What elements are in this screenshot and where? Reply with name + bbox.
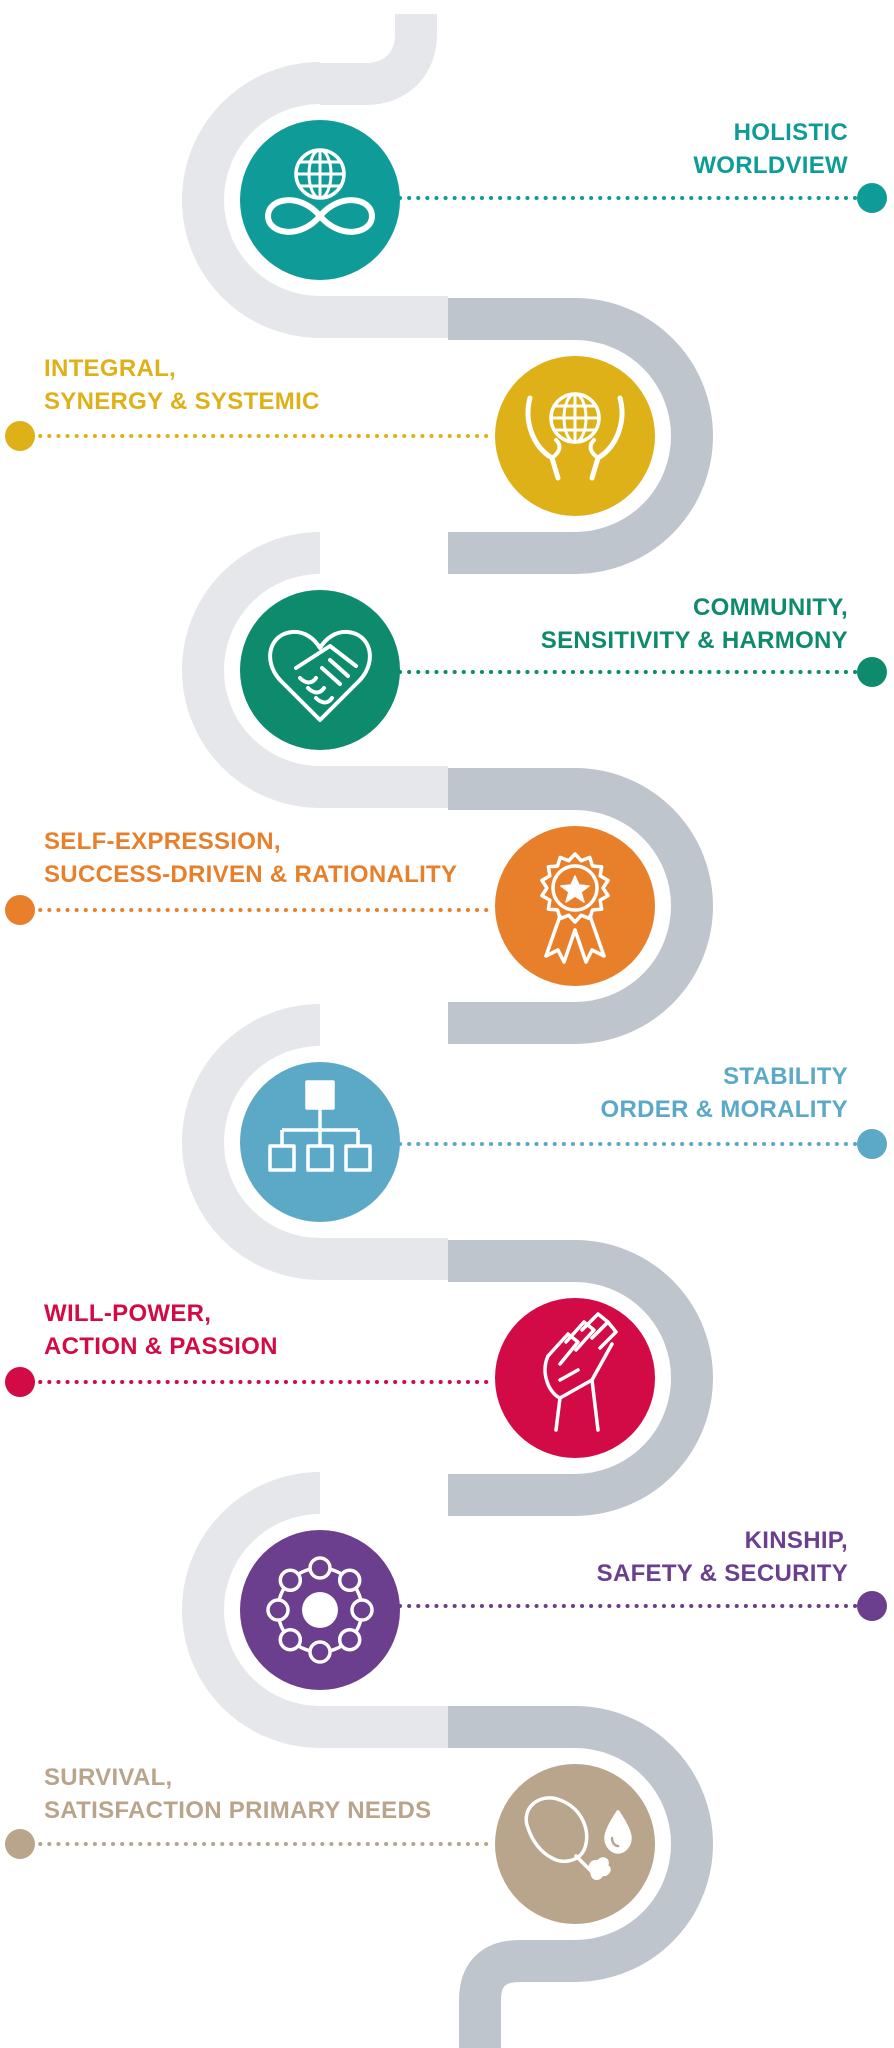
stage-4-title: SELF-EXPRESSION,: [44, 828, 281, 855]
path-right-loop-2: [448, 768, 713, 1044]
stage-6-title: WILL-POWER,: [44, 1300, 212, 1327]
hierarchy-icon: [268, 1080, 372, 1172]
stage-3-title: COMMUNITY,: [693, 594, 848, 621]
stage-8-title: SURVIVAL,: [44, 1764, 173, 1791]
stage-7-title: KINSHIP,: [744, 1527, 848, 1554]
stage-1-label: HOLISTIC WORLDVIEW: [693, 116, 848, 182]
person-node: [278, 1568, 303, 1593]
person-node: [337, 1568, 362, 1593]
stage-7-subtitle: SAFETY & SECURITY: [596, 1560, 848, 1587]
stage-7-endpoint-dot: [857, 1591, 887, 1621]
stage-4-badge: [495, 826, 655, 986]
person-node: [266, 1598, 290, 1622]
stage-5-badge: [240, 1062, 400, 1222]
stage-5-label: STABILITY ORDER & MORALITY: [601, 1060, 848, 1126]
stage-3-subtitle: SENSITIVITY & HARMONY: [540, 627, 848, 654]
award-rosette-icon: [540, 852, 610, 964]
path-right-loop-4: [448, 1706, 713, 1982]
person-node: [350, 1598, 374, 1622]
stage-2-badge: [495, 356, 655, 516]
stage-6-subtitle: ACTION & PASSION: [44, 1333, 278, 1360]
stage-8-label: SURVIVAL, SATISFACTION PRIMARY NEEDS: [44, 1761, 431, 1827]
path-left-loop-2: [182, 532, 448, 808]
stage-6-connector: [5, 1367, 494, 1397]
stage-4-endpoint-dot: [5, 895, 35, 925]
stage-1-endpoint-dot: [857, 183, 887, 213]
stage-8-connector: [5, 1829, 494, 1859]
path-right-loop-1: [448, 298, 713, 574]
circle-of-people-icon: [266, 1556, 374, 1664]
person-node: [337, 1627, 362, 1652]
path-right-loop-3: [448, 1240, 713, 1516]
person-node: [308, 1556, 332, 1580]
stage-8-badge: [495, 1764, 655, 1924]
stage-8-endpoint-dot: [5, 1829, 35, 1859]
path-bottom-tail: [459, 1940, 522, 2048]
path-top-hook: [320, 14, 437, 105]
stage-5-subtitle: ORDER & MORALITY: [600, 1096, 848, 1123]
handshake-heart-icon: [268, 629, 372, 722]
stage-2-label: INTEGRAL, SYNERGY & SYSTEMIC: [44, 352, 320, 418]
stage-2-title: INTEGRAL,: [44, 355, 177, 382]
stage-1-title: HOLISTIC: [733, 119, 848, 146]
stage-4-label: SELF-EXPRESSION, SUCCESS-DRIVEN & RATION…: [44, 825, 457, 891]
stage-3-connector: [398, 657, 887, 687]
path-left-loop-4: [182, 1472, 448, 1748]
person-node: [278, 1627, 303, 1652]
raised-fist-icon: [543, 1312, 618, 1432]
stage-6-label: WILL-POWER, ACTION & PASSION: [44, 1297, 278, 1363]
stage-6-badge: [495, 1298, 655, 1458]
path-left-loop-3: [182, 1004, 448, 1280]
stage-4-connector: [5, 895, 494, 925]
stage-1-badge: [240, 120, 400, 280]
food-water-icon: [524, 1796, 632, 1880]
stage-3-endpoint-dot: [857, 657, 887, 687]
globe-infinity-icon: [265, 148, 375, 235]
stage-4-subtitle: SUCCESS-DRIVEN & RATIONALITY: [44, 861, 458, 888]
stage-2-connector: [5, 421, 494, 451]
stage-6-endpoint-dot: [5, 1367, 35, 1397]
stage-5-endpoint-dot: [857, 1129, 887, 1159]
stage-7-label: KINSHIP, SAFETY & SECURITY: [597, 1524, 848, 1590]
stage-1-connector: [398, 183, 887, 213]
stage-5-connector: [398, 1129, 887, 1159]
globe-hands-icon: [525, 392, 625, 481]
stage-1-subtitle: WORLDVIEW: [693, 152, 848, 179]
path-left-loop-1: [182, 62, 448, 338]
stage-8-subtitle: SATISFACTION PRIMARY NEEDS: [44, 1797, 432, 1824]
stage-5-title: STABILITY: [723, 1063, 848, 1090]
stage-3-label: COMMUNITY, SENSITIVITY & HARMONY: [541, 591, 848, 657]
stage-2-endpoint-dot: [5, 421, 35, 451]
stage-2-subtitle: SYNERGY & SYSTEMIC: [44, 388, 320, 415]
person-node: [308, 1640, 332, 1664]
stage-7-connector: [398, 1591, 887, 1621]
stage-7-badge: [240, 1530, 400, 1690]
stage-3-badge: [240, 590, 400, 750]
